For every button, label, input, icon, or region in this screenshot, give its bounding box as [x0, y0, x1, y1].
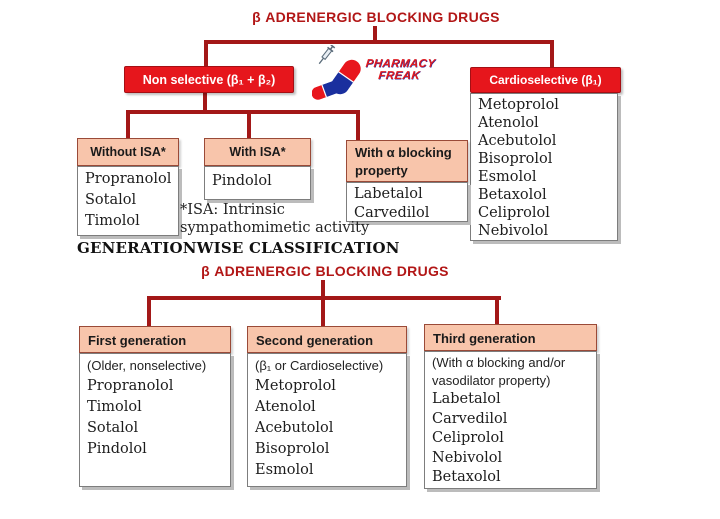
list-item: Atenolol	[255, 399, 316, 415]
logo-wordmark: PHARMACY FREAK	[364, 58, 436, 82]
first-generation-intro: (Older, nonselective)	[87, 356, 226, 376]
selectivity-chart-title: β ADRENERGIC BLOCKING DRUGS	[252, 9, 500, 25]
with-isa-node: With ISA*	[204, 138, 311, 166]
list-item: Betaxolol	[432, 469, 501, 485]
list-item: (Older, nonselective)	[87, 358, 207, 373]
connector-line	[495, 296, 499, 325]
list-item: Metoprolol	[255, 378, 336, 394]
list-item: Acebutolol	[255, 420, 334, 436]
list-item: Propranolol	[87, 378, 174, 394]
list-item: Betaxolol	[478, 187, 547, 203]
list-item: Esmolol	[478, 169, 537, 185]
list-item: Timolol	[85, 213, 140, 229]
isa-footnote-line2: sympathomimetic activity	[180, 220, 370, 236]
list-item: Pindolol	[212, 173, 272, 189]
third-generation-list: (With α blocking and/or vasodilator prope…	[424, 351, 597, 489]
list-item: (With α blocking and/or	[432, 355, 566, 370]
third-generation-node: Third generation	[424, 324, 597, 351]
list-item: Celiprolol	[432, 430, 504, 446]
list-item: Labetalol	[432, 391, 501, 407]
connector-line	[204, 40, 208, 67]
connector-line	[356, 110, 360, 141]
list-item: Bisoprolol	[255, 441, 330, 457]
third-generation-intro: (With α blocking and/or vasodilator prope…	[432, 354, 592, 390]
pharmacy-freak-logo: PHARMACY FREAK	[309, 44, 452, 103]
list-item: Sotalol	[87, 420, 139, 436]
connector-line	[550, 40, 554, 68]
list-item: Propranolol	[85, 171, 172, 187]
logo-line1: PHARMACY	[365, 58, 436, 70]
list-item: Acebutolol	[478, 133, 557, 149]
connector-line	[126, 110, 360, 114]
list-item: Labetalol	[354, 186, 423, 202]
list-item: vasodilator property)	[432, 373, 551, 388]
list-item: Sotalol	[85, 192, 137, 208]
cardioselective-node: Cardioselective (β₁)	[470, 67, 621, 93]
connector-line	[373, 26, 377, 44]
connector-line	[203, 92, 207, 114]
second-generation-intro: (β₁ or Cardioselective)	[255, 356, 402, 376]
list-item: Celiprolol	[478, 205, 550, 221]
connector-line	[321, 280, 325, 300]
generation-chart-title: β ADRENERGIC BLOCKING DRUGS	[201, 263, 449, 279]
without-isa-node: Without ISA*	[77, 138, 179, 166]
list-item: Metoprolol	[478, 97, 559, 113]
connector-line	[204, 40, 554, 44]
list-item: Timolol	[87, 399, 142, 415]
list-item: Atenolol	[478, 115, 539, 131]
generationwise-heading: GENERATIONWISE CLASSIFICATION	[77, 239, 400, 257]
list-item: Bisoprolol	[478, 151, 553, 167]
list-item: Pindolol	[87, 441, 147, 457]
first-generation-node: First generation	[79, 326, 231, 353]
connector-line	[126, 110, 130, 139]
list-item: Nebivolol	[432, 449, 503, 466]
list-item: Esmolol	[255, 462, 314, 478]
second-generation-node: Second generation	[247, 326, 407, 353]
list-item: (β₁ or Cardioselective)	[255, 358, 384, 373]
list-item: Nebivolol	[478, 223, 549, 239]
connector-line	[321, 296, 325, 327]
non-selective-node: Non selective (β₁ + β₂)	[124, 66, 294, 93]
logo-line2: FREAK	[377, 70, 421, 82]
alpha-blocking-node: With α blocking property	[346, 140, 468, 182]
connector-line	[147, 296, 151, 327]
pills-and-syringe-icon	[309, 44, 365, 102]
list-item: Carvedilol	[354, 205, 430, 221]
list-item: Carvedilol	[432, 410, 508, 427]
with-isa-drug-list: Pindolol	[204, 166, 311, 200]
connector-line	[247, 110, 251, 139]
isa-footnote-line1: *ISA: Intrinsic	[180, 202, 285, 218]
